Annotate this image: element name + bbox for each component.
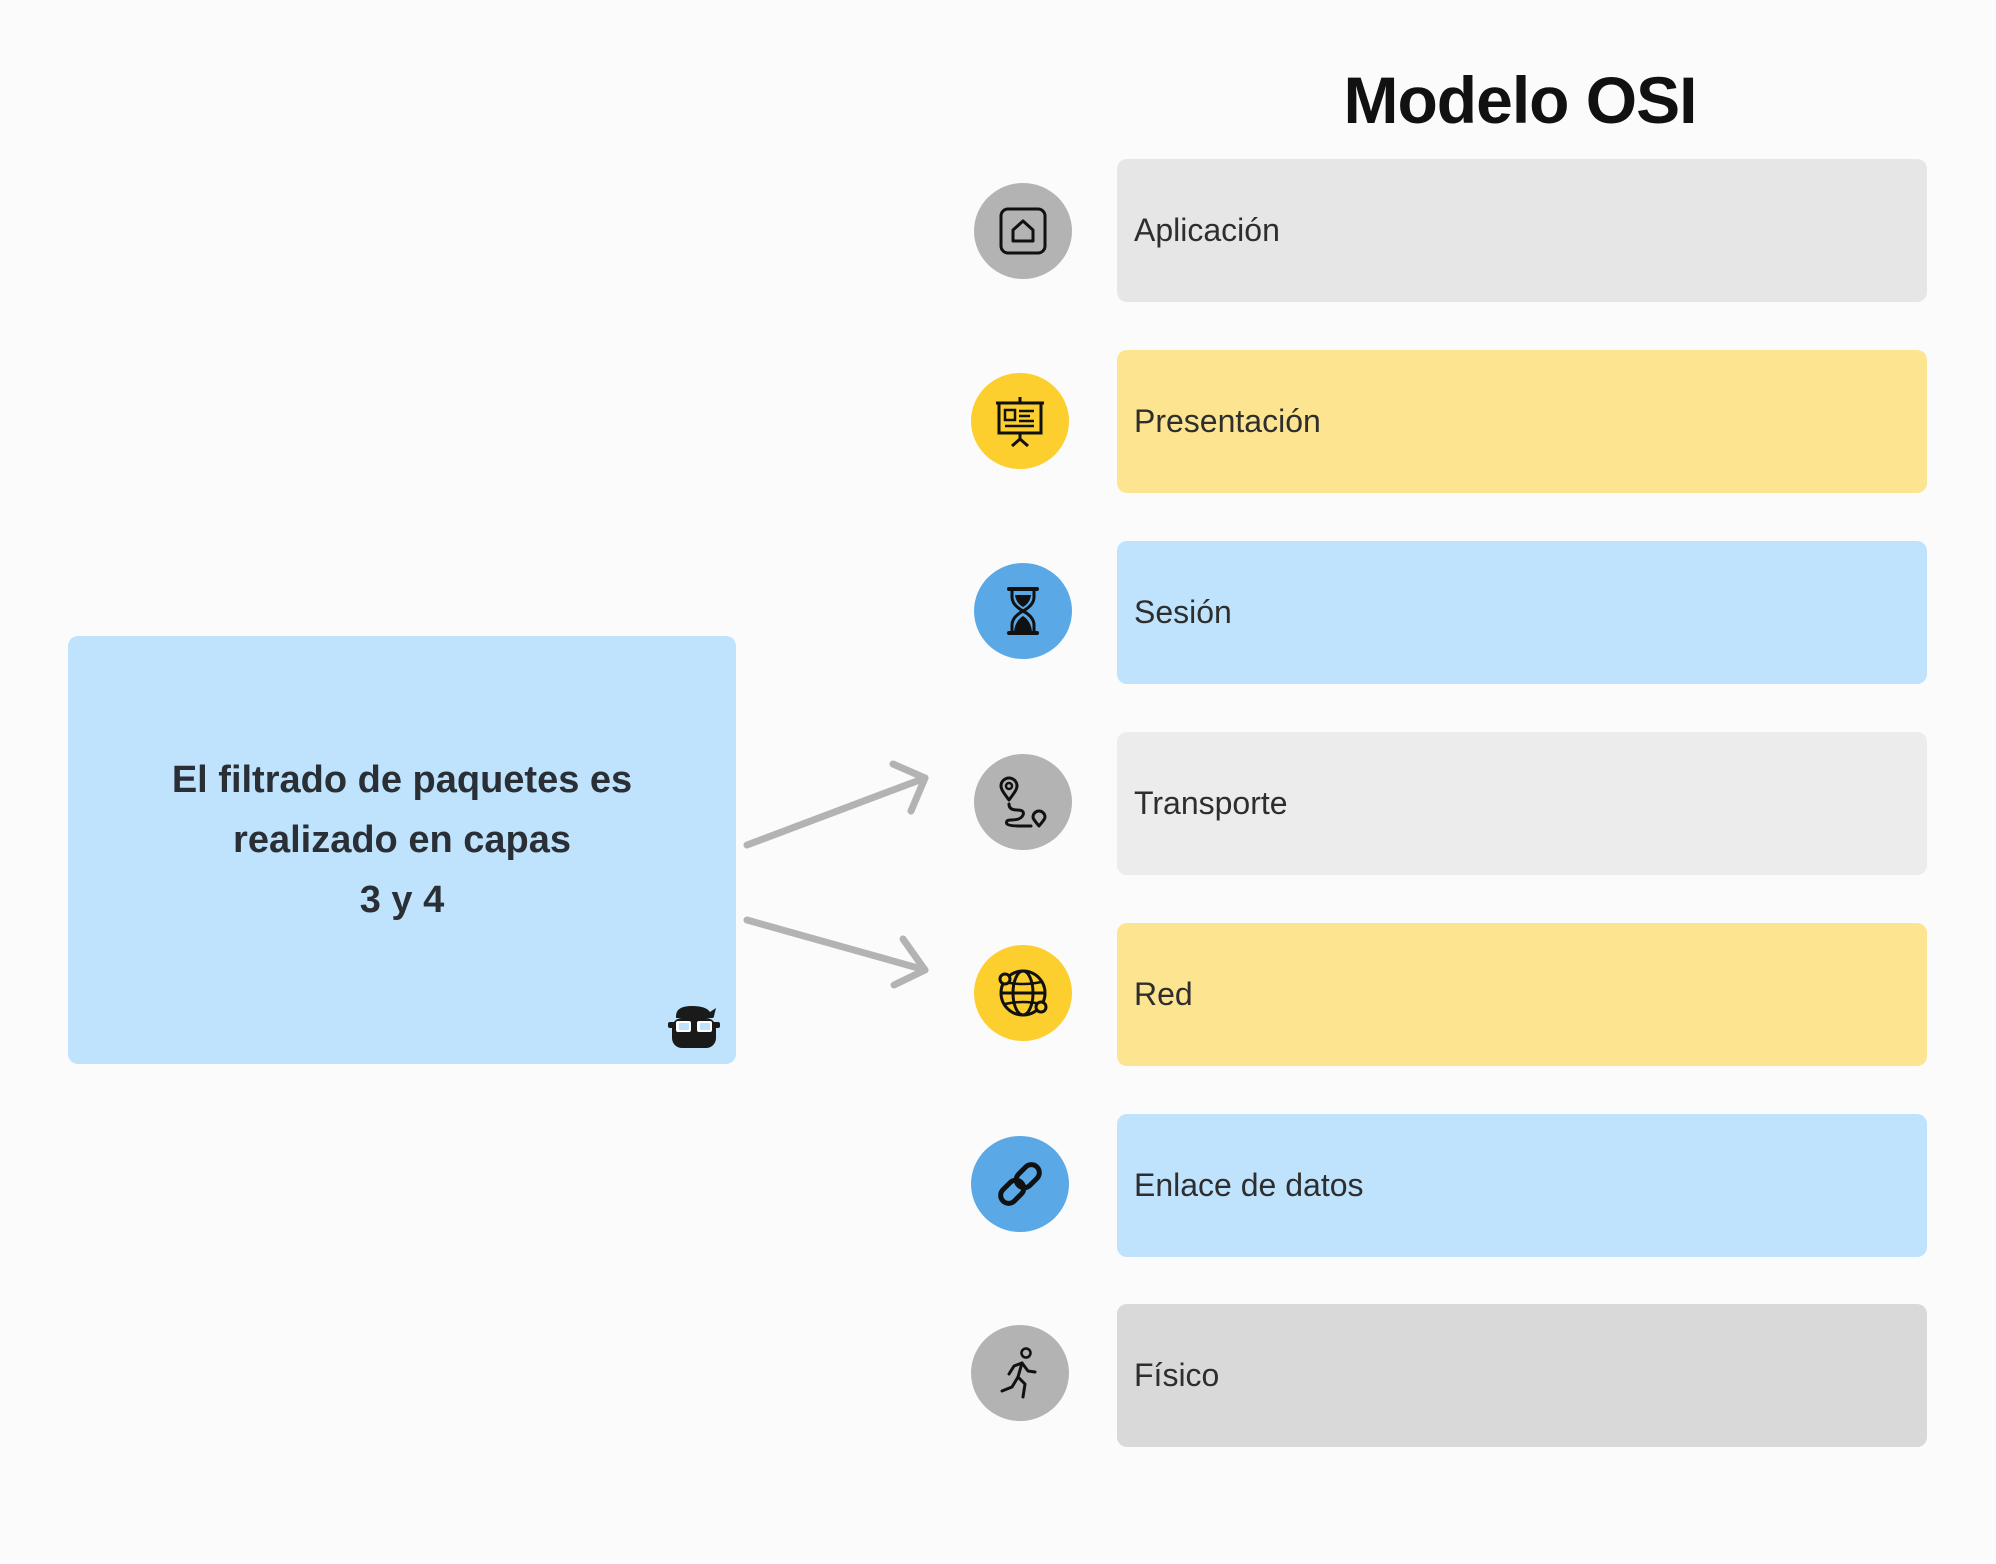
mascot-icon bbox=[668, 1006, 720, 1048]
layer-icon-aplicacion bbox=[974, 183, 1072, 279]
note-card[interactable]: El filtrado de paquetes es realizado en … bbox=[68, 636, 736, 1064]
layer-box-aplicacion[interactable]: Aplicación bbox=[1117, 159, 1927, 302]
layer-box-transporte[interactable]: Transporte bbox=[1117, 732, 1927, 875]
layer-icon-sesion bbox=[974, 563, 1072, 659]
hourglass-icon bbox=[1007, 587, 1039, 635]
link-icon bbox=[998, 1162, 1042, 1206]
arrow-to-transporte bbox=[743, 760, 929, 849]
layer-label-presentacion: Presentación bbox=[1134, 403, 1321, 439]
layer-icon-enlace bbox=[971, 1136, 1069, 1232]
layer-icon-presentacion bbox=[971, 373, 1069, 469]
presentation-board-icon bbox=[996, 397, 1044, 448]
layer-label-aplicacion: Aplicación bbox=[1134, 212, 1280, 248]
globe-network-icon bbox=[998, 969, 1048, 1017]
layer-box-fisico[interactable]: Físico bbox=[1117, 1304, 1927, 1447]
running-person-icon bbox=[1000, 1347, 1037, 1399]
layer-box-presentacion[interactable]: Presentación bbox=[1117, 350, 1927, 493]
layer-label-transporte: Transporte bbox=[1134, 785, 1288, 821]
layer-label-enlace: Enlace de datos bbox=[1134, 1167, 1364, 1203]
layer-box-red[interactable]: Red bbox=[1117, 923, 1927, 1066]
layer-label-fisico: Físico bbox=[1134, 1357, 1220, 1393]
layer-label-sesion: Sesión bbox=[1134, 594, 1232, 630]
arrow-to-red bbox=[743, 916, 929, 989]
diagram-title: Modelo OSI bbox=[1343, 63, 1698, 137]
home-icon bbox=[999, 207, 1047, 255]
layer-box-sesion[interactable]: Sesión bbox=[1117, 541, 1927, 684]
note-text: El filtrado de paquetes es realizado en … bbox=[171, 759, 633, 921]
layer-icon-transporte bbox=[974, 754, 1072, 850]
layer-icon-red bbox=[974, 945, 1072, 1041]
route-icon bbox=[999, 776, 1047, 828]
layer-box-enlace[interactable]: Enlace de datos bbox=[1117, 1114, 1927, 1257]
layer-label-red: Red bbox=[1134, 976, 1193, 1012]
layer-icon-fisico bbox=[971, 1325, 1069, 1421]
